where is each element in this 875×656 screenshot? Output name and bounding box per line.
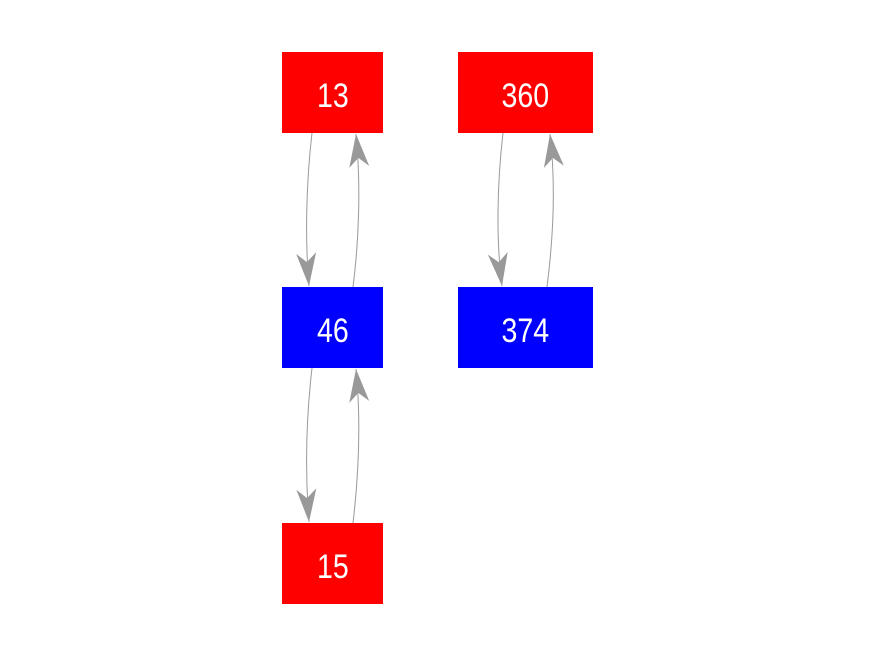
graph-node-360-label: 360 xyxy=(501,76,550,115)
graph-node-374: 374 xyxy=(458,287,593,368)
graph-node-46-label: 46 xyxy=(316,311,349,350)
graph-node-13: 13 xyxy=(282,52,383,133)
edge-46-to-15 xyxy=(296,367,317,523)
graph-node-360: 360 xyxy=(458,52,593,133)
graph-node-15: 15 xyxy=(282,523,383,604)
edge-360-to-374 xyxy=(487,132,508,287)
edge-374-to-360 xyxy=(543,133,564,288)
edge-13-to-46 xyxy=(296,132,317,287)
graph-node-374-label: 374 xyxy=(501,311,550,350)
edge-15-to-46 xyxy=(349,368,370,524)
graph-node-15-label: 15 xyxy=(316,547,349,586)
graph-node-46: 46 xyxy=(282,287,383,368)
graph-node-13-label: 13 xyxy=(316,76,349,115)
edge-46-to-13 xyxy=(349,133,370,288)
